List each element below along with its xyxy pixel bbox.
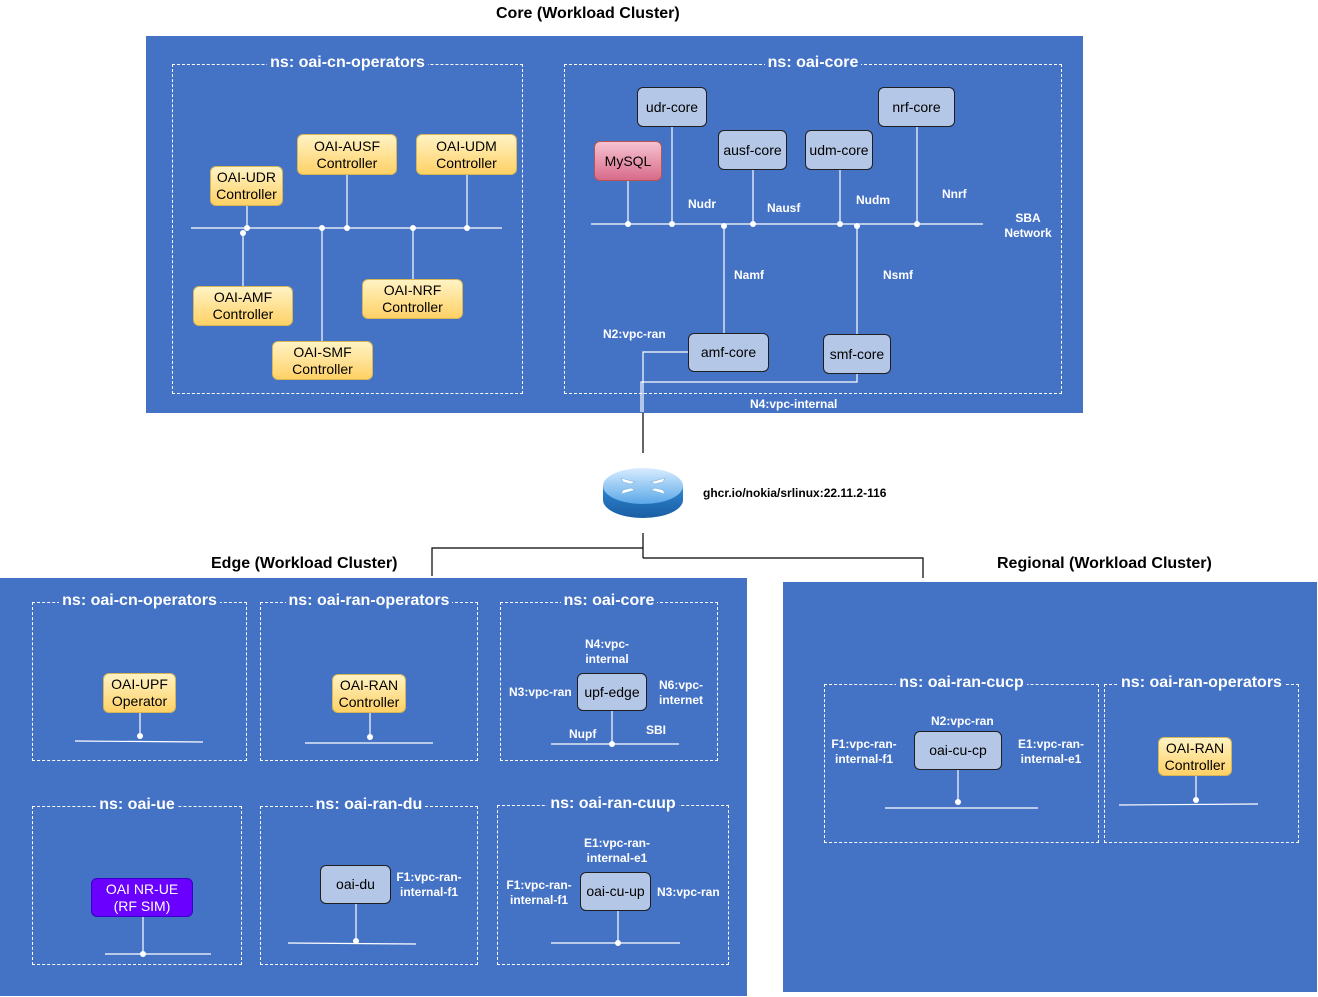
regional-cluster-title: Regional (Workload Cluster)	[997, 555, 1212, 572]
ns-edge-oai-ue: ns: oai-ue	[32, 796, 242, 965]
sbi-label: SBI	[646, 723, 667, 737]
oai-du[interactable]: oai-du	[320, 865, 391, 904]
ns-label: ns: oai-core	[764, 54, 862, 71]
edge-n4-label: N4:vpc- internal	[584, 637, 629, 666]
oai-smf-controller[interactable]: OAI-SMF Controller	[272, 341, 373, 380]
ns-edge-ran-operators: ns: oai-ran-operators	[260, 592, 478, 761]
edge-n6-label: N6:vpc- internet	[658, 678, 703, 707]
oai-nrf-controller[interactable]: OAI-NRF Controller	[362, 279, 463, 319]
ns-core-cn-operators: ns: oai-cn-operators	[172, 54, 523, 394]
ns-label: ns: oai-ran-cuup	[547, 795, 679, 812]
nudm-label: Nudm	[856, 193, 890, 207]
amf-core[interactable]: amf-core	[688, 333, 769, 372]
oai-cu-cp[interactable]: oai-cu-cp	[914, 731, 1002, 770]
ns-edge-ran-cuup: ns: oai-ran-cuup	[497, 795, 729, 965]
ns-edge-ran-du: ns: oai-ran-du	[260, 796, 478, 965]
cuup-f1-label: F1:vpc-ran- internal-f1	[506, 878, 572, 907]
ns-label: ns: oai-cn-operators	[59, 592, 220, 609]
oai-ran-controller-regional[interactable]: OAI-RAN Controller	[1158, 737, 1232, 776]
n4-vpc-internal-label: N4:vpc-internal	[750, 397, 838, 411]
core-cluster-title: Core (Workload Cluster)	[496, 5, 680, 22]
ns-label: ns: oai-ran-cucp	[896, 674, 1027, 691]
ns-label: ns: oai-cn-operators	[267, 54, 428, 71]
oai-nr-ue[interactable]: OAI NR-UE (RF SIM)	[91, 878, 193, 917]
cuup-n3-label: N3:vpc-ran	[657, 885, 720, 899]
ns-label: ns: oai-core	[560, 592, 658, 609]
ns-regional-ran-operators: ns: oai-ran-operators	[1104, 674, 1299, 843]
regional-e1-label: E1:vpc-ran- internal-e1	[1017, 737, 1085, 766]
edge-n3-label: N3:vpc-ran	[509, 685, 572, 699]
nrf-core[interactable]: nrf-core	[878, 87, 955, 127]
regional-cluster	[783, 582, 1317, 992]
nupf-label: Nupf	[569, 727, 597, 741]
router-image-label: ghcr.io/nokia/srlinux:22.11.2-116	[703, 486, 887, 500]
namf-label: Namf	[734, 268, 765, 282]
oai-ausf-controller[interactable]: OAI-AUSF Controller	[297, 134, 397, 175]
nausf-label: Nausf	[767, 201, 801, 215]
oai-ran-controller-edge[interactable]: OAI-RAN Controller	[332, 674, 406, 713]
nnrf-label: Nnrf	[942, 187, 967, 201]
cuup-e1-label: E1:vpc-ran- internal-e1	[583, 836, 651, 865]
ns-core-oai-core: ns: oai-core	[564, 54, 1062, 394]
ns-label: ns: oai-ran-du	[312, 796, 426, 813]
edge-cluster-title: Edge (Workload Cluster)	[211, 555, 398, 572]
oai-cu-up[interactable]: oai-cu-up	[580, 872, 651, 911]
router-icon	[603, 468, 683, 518]
ns-edge-cn-operators: ns: oai-cn-operators	[32, 592, 247, 761]
ns-label: ns: oai-ue	[96, 796, 178, 813]
oai-amf-controller[interactable]: OAI-AMF Controller	[193, 286, 293, 326]
ausf-core[interactable]: ausf-core	[718, 130, 787, 170]
nudr-label: Nudr	[688, 197, 716, 211]
upf-edge[interactable]: upf-edge	[577, 673, 647, 711]
udm-core[interactable]: udm-core	[805, 130, 873, 170]
edge-cluster	[0, 578, 747, 996]
regional-f1-label: F1:vpc-ran- internal-f1	[831, 737, 897, 766]
smf-core[interactable]: smf-core	[823, 334, 891, 374]
n2-vpc-ran-label: N2:vpc-ran	[603, 327, 666, 341]
ns-regional-ran-cucp: ns: oai-ran-cucp	[824, 674, 1099, 843]
mysql-database[interactable]: MySQL	[594, 141, 662, 181]
sba-network-label: SBA Network	[1004, 211, 1052, 240]
oai-upf-operator[interactable]: OAI-UPF Operator	[103, 673, 176, 713]
oai-udm-controller[interactable]: OAI-UDM Controller	[416, 134, 517, 175]
ns-edge-oai-core: ns: oai-core	[500, 592, 718, 761]
ns-label: ns: oai-ran-operators	[1118, 674, 1285, 691]
nsmf-label: Nsmf	[883, 268, 914, 282]
du-f1-label: F1:vpc-ran- internal-f1	[396, 870, 462, 899]
regional-n2-label: N2:vpc-ran	[931, 714, 994, 728]
udr-core[interactable]: udr-core	[637, 87, 707, 127]
ns-label: ns: oai-ran-operators	[285, 592, 453, 609]
oai-udr-controller[interactable]: OAI-UDR Controller	[210, 166, 283, 206]
